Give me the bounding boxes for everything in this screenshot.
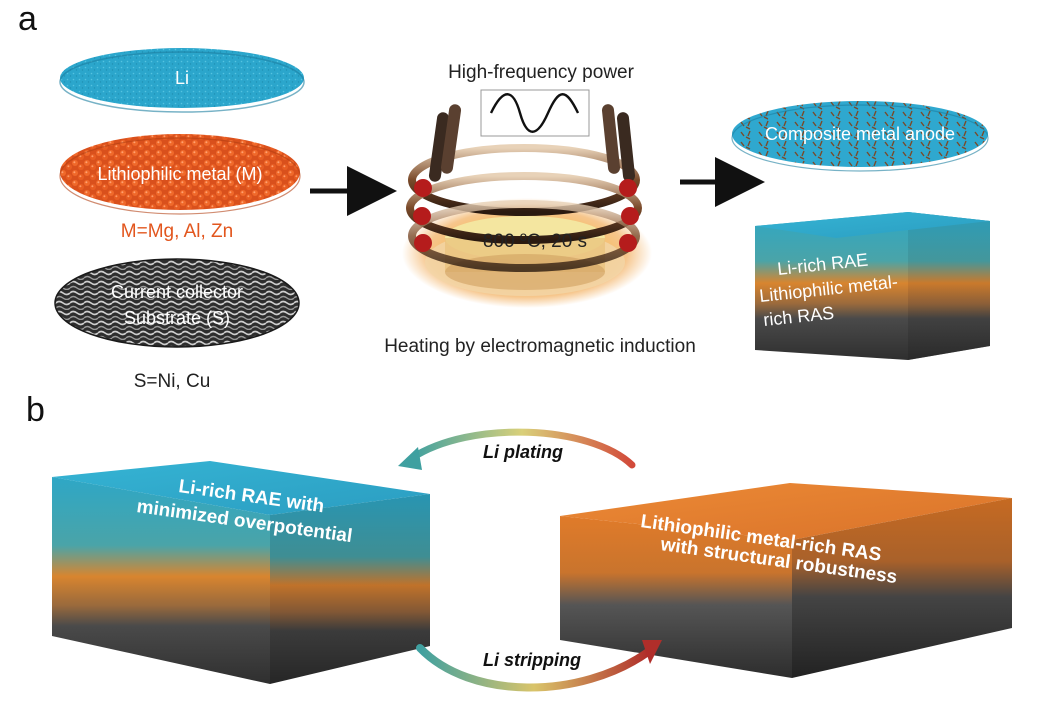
panel-a-label: a	[18, 0, 37, 38]
power-label: High-frequency power	[448, 62, 635, 83]
lithiophilic-ras-block: Lithiophilic metal-rich RAS with structu…	[560, 483, 1012, 678]
collector-label-line1: Current collector	[111, 282, 243, 302]
li-disc-label: Li	[175, 68, 189, 88]
temperature-label: 800 ºC, 20 s	[483, 231, 587, 252]
current-collector-disc: Current collector Substrate (S)	[54, 258, 300, 348]
heating-label: Heating by electromagnetic induction	[384, 336, 696, 357]
lithiophilic-metal-disc: Lithiophilic metal (M)	[59, 134, 301, 215]
collector-label-line2: Substrate (S)	[124, 308, 230, 328]
induction-heater: High-frequency power 800 ºC, 20 s Heatin…	[384, 62, 696, 357]
li-disc: Li	[59, 48, 305, 113]
plating-label: Li plating	[483, 442, 563, 462]
composite-label: Composite metal anode	[765, 124, 955, 144]
composite-anode-disc: Composite metal anode	[731, 101, 989, 172]
layered-anode-block: Li-rich RAE Lithiophilic metal- rich RAS	[755, 212, 990, 360]
li-rich-rae-block: Li-rich RAE with minimized overpotential	[52, 461, 430, 684]
panel-b-label: b	[26, 391, 45, 429]
stripping-label: Li stripping	[483, 650, 581, 670]
sine-wave-icon	[480, 89, 590, 137]
lithiophilic-metal-label: Lithiophilic metal (M)	[97, 164, 262, 184]
s-list-label: S=Ni, Cu	[134, 371, 211, 392]
li-stripping-arrow: Li stripping	[416, 640, 662, 692]
li-plating-arrow: Li plating	[398, 428, 636, 470]
m-list-label: M=Mg, Al, Zn	[121, 221, 233, 242]
